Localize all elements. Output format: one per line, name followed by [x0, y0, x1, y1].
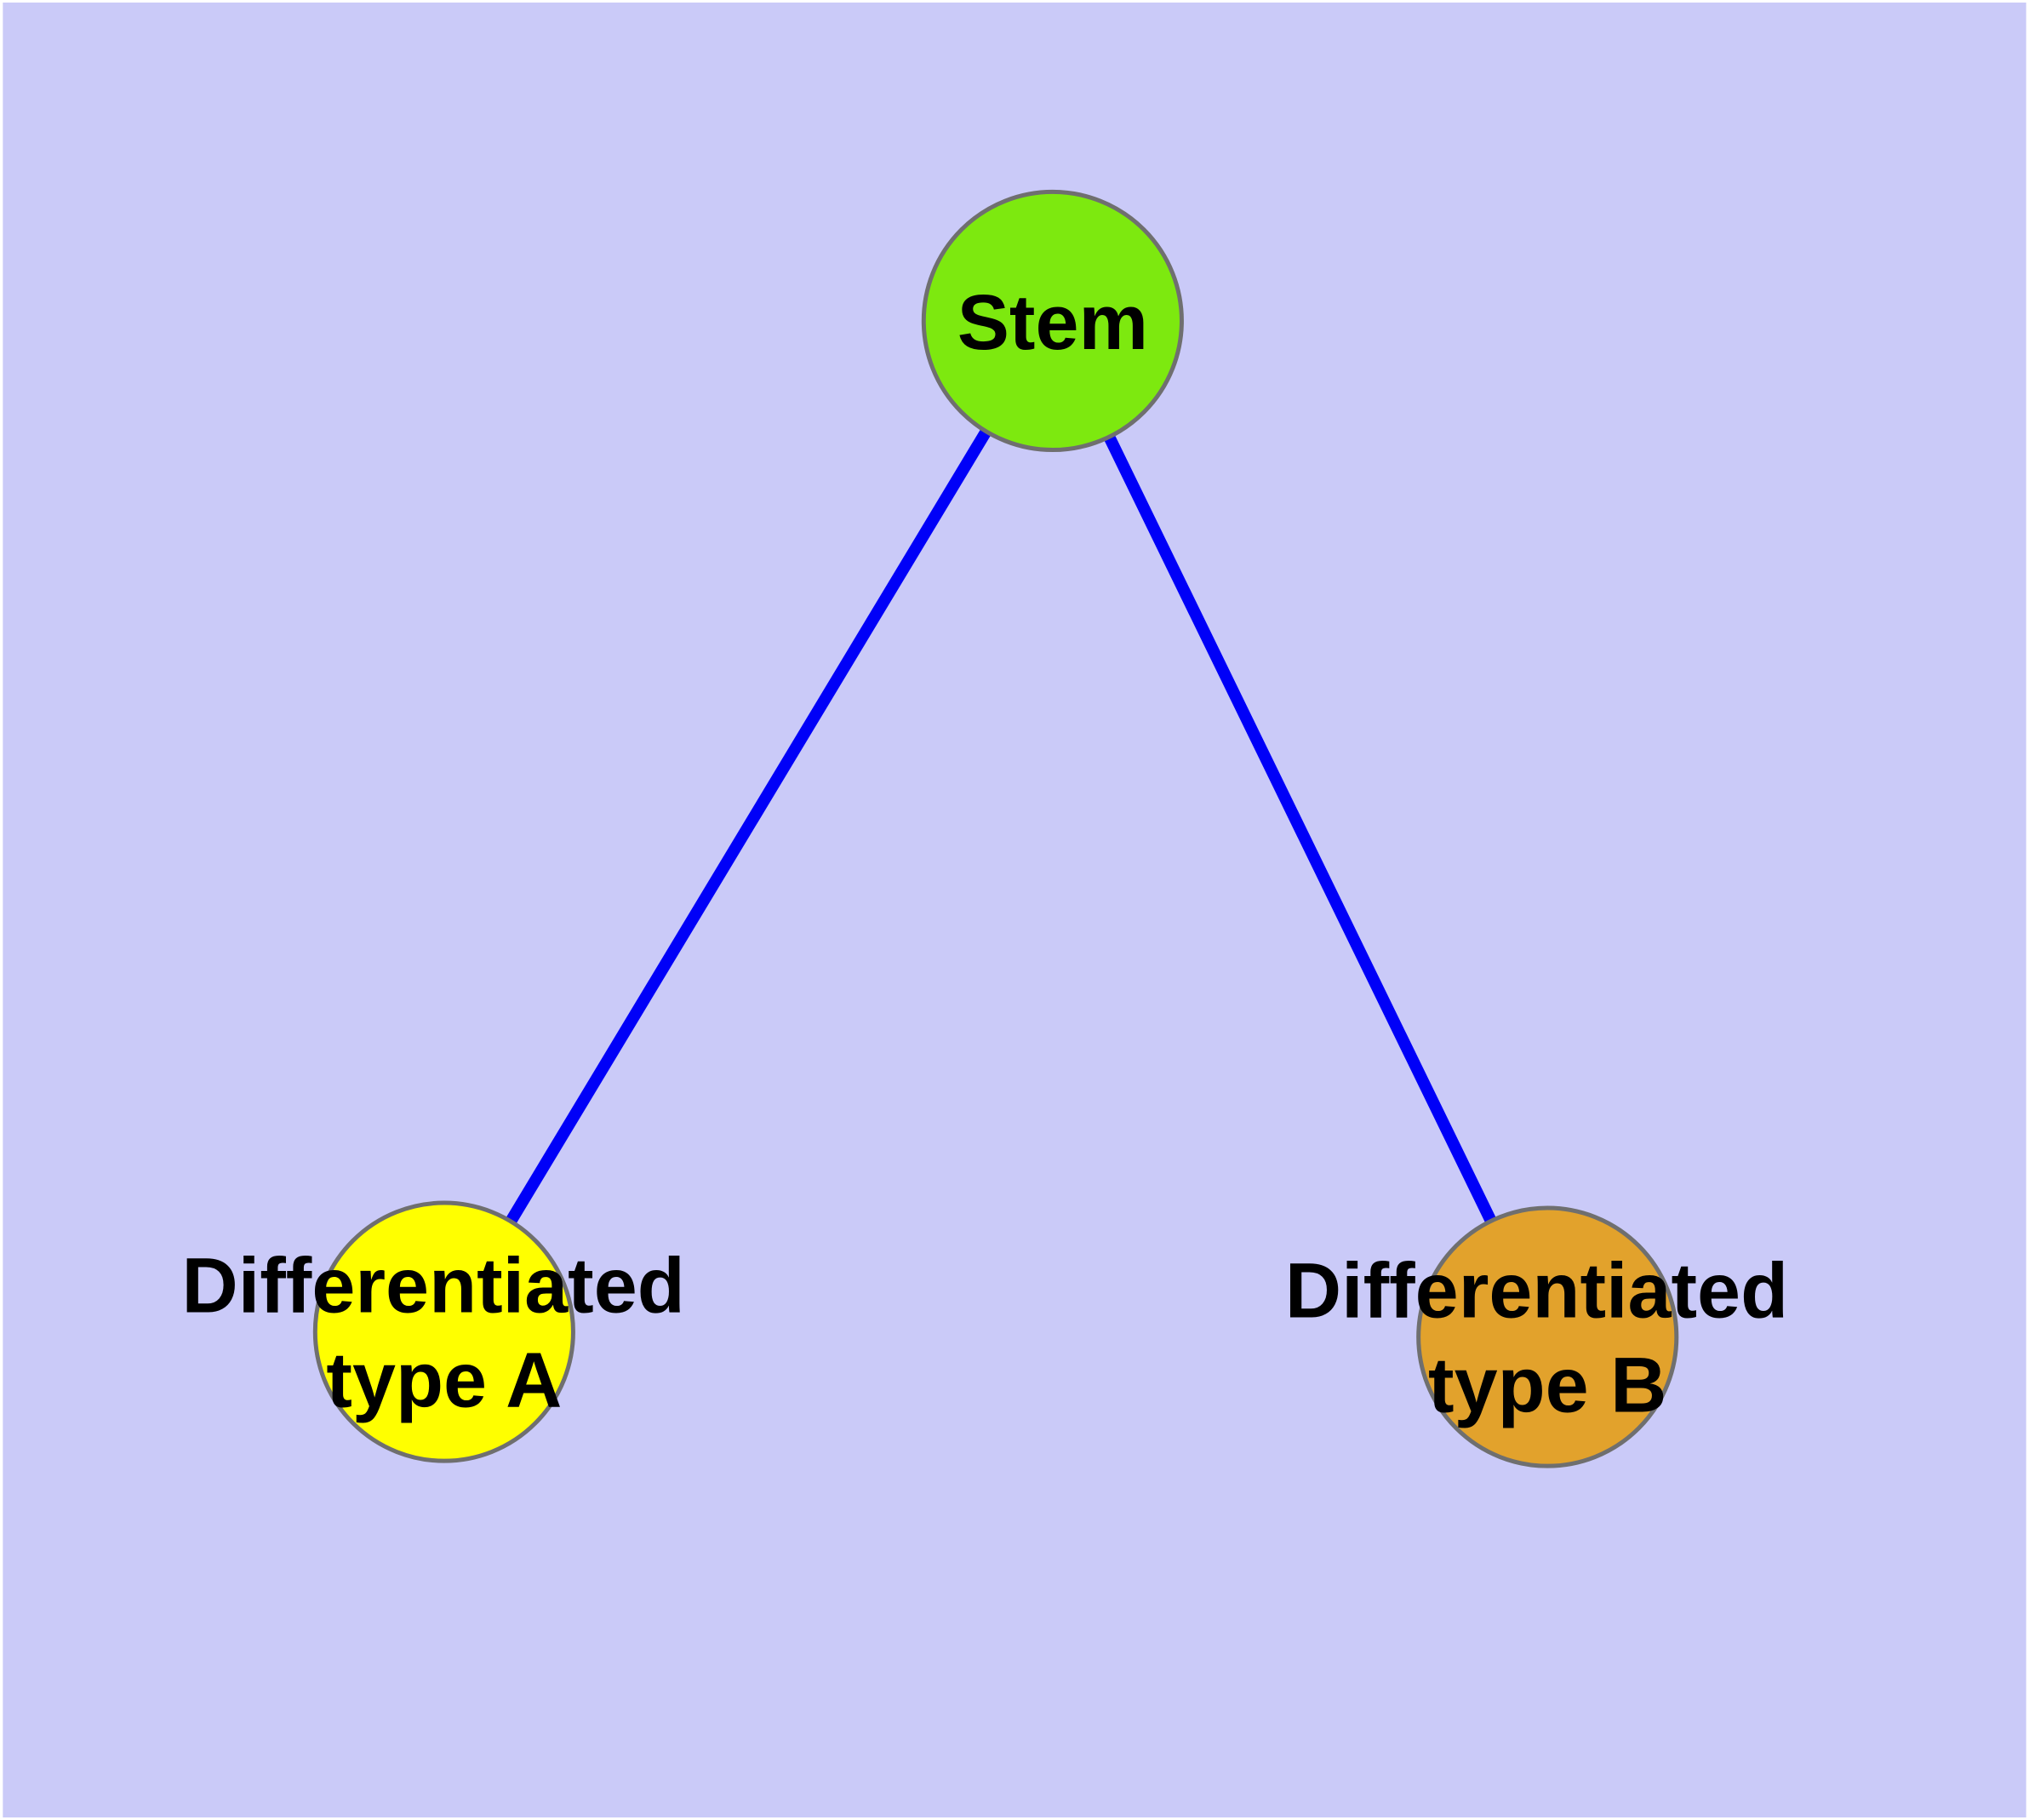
node-stem-circle [921, 189, 1184, 453]
node-label-type-a: Differentiated type A [182, 1243, 707, 1424]
diagram-canvas: Stem Differentiated type A Differentiate… [3, 3, 2026, 1817]
node-label-type-a-line-1: Differentiated [182, 1243, 685, 1330]
node-type-a-circle [312, 1200, 575, 1463]
edge-stem-to-type-a [438, 318, 1058, 1336]
node-label-type-b: Differentiated type B [1285, 1248, 1810, 1429]
node-label-type-a-line-2: type A [326, 1336, 562, 1423]
label-group: Stem Differentiated type A Differentiate… [182, 279, 1810, 1429]
node-label-type-b-line-1: Differentiated [1285, 1248, 1788, 1335]
node-type-b-circle [1416, 1205, 1679, 1468]
node-label-type-b-line-2: type B [1428, 1342, 1666, 1428]
node-label-stem-line-1: Stem [957, 279, 1148, 366]
node-group [312, 189, 1679, 1468]
edge-group [438, 318, 1553, 1340]
edge-stem-to-type-b [1047, 318, 1553, 1340]
node-label-stem: Stem [957, 279, 1148, 366]
